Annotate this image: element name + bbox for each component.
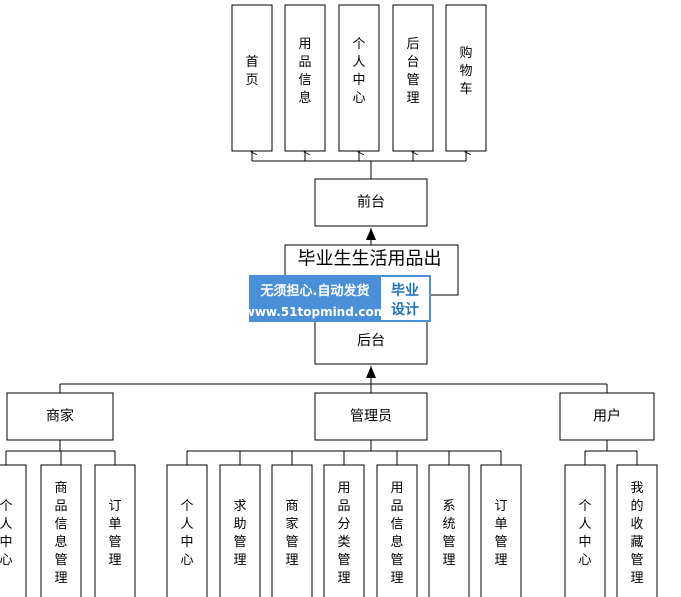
admin-module-label: 求助管理 [233,499,246,568]
backend-label: 后台 [357,333,385,349]
admin-module-label: 商家管理 [285,499,298,568]
user-module-box [616,464,658,597]
admin-module-label: 个人中心 [180,499,193,568]
merchant-module-box [0,464,27,597]
arrow-to-backend [366,366,376,378]
top-module-label: 用品信息 [298,37,311,106]
watermark-badge-line2: 设计 [391,301,419,318]
top-module-box [445,4,487,152]
labels: 首页用品信息个人中心后台管理购物车前台毕业生生活用品出后台商家管理员用户个人中心… [0,37,644,586]
connectors [5,152,638,465]
top-module-box [231,4,273,152]
role-box [314,392,428,441]
watermark-slogan: 无须担心.自动发货 [260,283,370,299]
admin-module-box [480,464,522,597]
admin-module-box [271,464,313,597]
admin-module-box [166,464,208,597]
admin-module-label: 用品分类管理 [337,481,350,586]
watermark-badge [381,277,429,320]
admin-module-label: 系统管理 [442,499,455,568]
boxes [0,4,658,597]
watermark-url: www.51topmind.com [244,305,387,319]
top-module-box [284,4,326,152]
top-module-label: 购物车 [459,45,472,97]
merchant-module-box [94,464,136,597]
admin-module-box [219,464,261,597]
role-label: 用户 [593,408,621,425]
merchant-module-label: 商品信息管理 [54,481,67,586]
role-box [6,392,114,441]
top-module-box [338,4,380,152]
admin-module-box [376,464,418,597]
admin-module-label: 用品信息管理 [390,481,403,586]
frontend-label: 前台 [357,194,385,211]
watermark-badge-line1: 毕业 [391,282,419,299]
top-module-label: 个人中心 [352,37,365,106]
merchant-module-box [40,464,82,597]
role-label: 管理员 [350,409,392,425]
top-module-label: 后台管理 [406,37,419,106]
user-module-label: 个人中心 [578,499,591,568]
system-title-label: 毕业生生活用品出 [298,249,442,270]
arrow-to-frontend [366,228,376,240]
merchant-module-label: 订单管理 [108,499,121,568]
top-module-box [392,4,434,152]
top-module-label: 首页 [245,55,258,88]
admin-module-label: 订单管理 [494,499,507,568]
admin-module-box [428,464,470,597]
frontend-box [314,178,428,227]
user-module-label: 我的收藏管理 [630,481,643,586]
role-box [559,392,655,441]
role-label: 商家 [46,408,74,425]
merchant-module-label: 个人中心 [0,499,13,568]
admin-module-box [323,464,365,597]
user-module-box [564,464,606,597]
